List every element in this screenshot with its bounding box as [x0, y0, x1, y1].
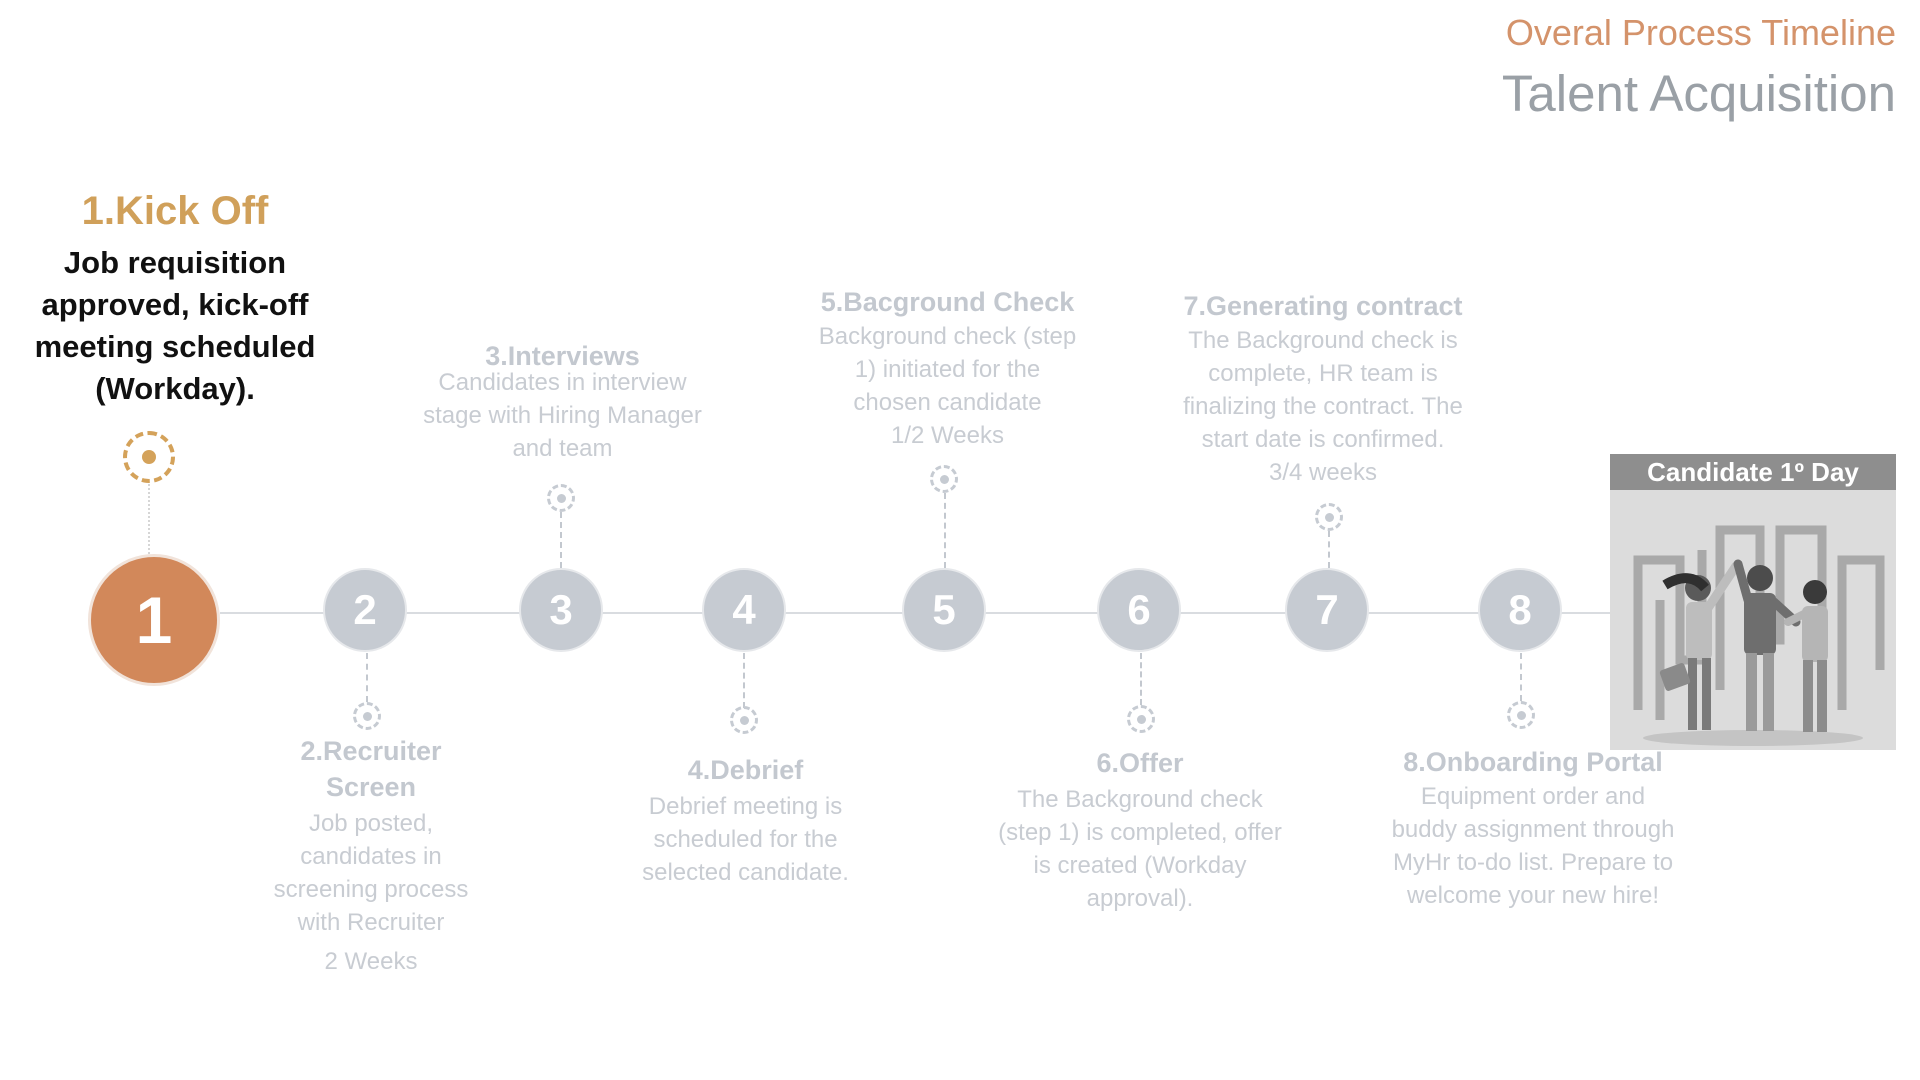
step-7-duration: 3/4 weeks — [1268, 459, 1378, 486]
step-3-connector — [560, 512, 562, 568]
step-8-description: Equipment order and buddy assignment thr… — [1391, 783, 1675, 909]
step-2-circle[interactable]: 2 — [323, 568, 407, 652]
step-4-text: 4.Debrief Debrief meeting is scheduled f… — [628, 752, 863, 889]
step-6-text: 6.Offer The Background check (step 1) is… — [990, 745, 1290, 915]
step-4-description: Debrief meeting is scheduled for the sel… — [642, 793, 849, 886]
step-5-title: 5.Bacground Check — [820, 287, 1075, 317]
step-7-marker-icon — [1315, 503, 1343, 531]
step-2-marker-icon — [353, 702, 381, 730]
step-1-marker-icon — [123, 431, 175, 483]
header-subtitle: Overal Process Timeline — [1505, 12, 1896, 53]
step-8-marker-icon — [1507, 701, 1535, 729]
step-2-connector — [366, 653, 368, 702]
step-1-text: 1.Kick Off Job requisition approved, kic… — [20, 186, 330, 410]
step-4-connector — [743, 653, 745, 708]
step-1-description: Job requisition approved, kick-off meeti… — [34, 245, 316, 406]
step-5-duration: 1/2 Weeks — [891, 422, 1004, 449]
step-6-title: 6.Offer — [1096, 748, 1184, 778]
step-5-text: 5.Bacground Check Background check (step… — [815, 284, 1080, 452]
step-1-circle[interactable]: 1 — [88, 554, 220, 686]
step-3-description: Candidates in interview stage with Hirin… — [423, 369, 702, 462]
step-8-text: 8.Onboarding Portal Equipment order and … — [1388, 744, 1678, 912]
step-5-connector — [944, 493, 946, 568]
step-7-title: 7.Generating contract — [1183, 291, 1463, 321]
step-8-connector — [1520, 653, 1522, 701]
step-6-marker-icon — [1127, 705, 1155, 733]
candidate-first-day-card: Candidate 1º Day — [1610, 454, 1896, 750]
step-3-circle[interactable]: 3 — [519, 568, 603, 652]
step-2-description: Job posted, candidates in screening proc… — [273, 810, 469, 936]
step-4-title: 4.Debrief — [687, 755, 804, 785]
step-6-connector — [1140, 653, 1142, 705]
step-6-circle[interactable]: 6 — [1097, 568, 1181, 652]
step-8-title: 8.Onboarding Portal — [1403, 747, 1663, 777]
step-2-duration: 2 Weeks — [324, 948, 418, 975]
step-7-description: The Background check is complete, HR tea… — [1183, 327, 1463, 453]
step-1-connector — [148, 484, 150, 554]
step-6-description: The Background check (step 1) is complet… — [998, 786, 1282, 912]
step-3-title: 3.Interviews — [485, 341, 640, 371]
step-3-marker-icon — [547, 484, 575, 512]
step-3-text: 3.Interviews Candidates in interview sta… — [420, 338, 705, 465]
step-4-marker-icon — [730, 706, 758, 734]
step-4-circle[interactable]: 4 — [702, 568, 786, 652]
team-celebration-illustration — [1633, 525, 1885, 746]
step-5-description: Background check (step 1) initiated for … — [818, 323, 1077, 416]
step-5-marker-icon — [930, 465, 958, 493]
step-2-title: 2.Recruiter Screen — [300, 736, 442, 802]
step-7-connector — [1328, 531, 1330, 568]
step-7-text: 7.Generating contract The Background che… — [1172, 288, 1474, 489]
header-title: Talent Acquisition — [1501, 65, 1896, 122]
step-1-title: 1.Kick Off — [81, 189, 269, 233]
step-7-circle[interactable]: 7 — [1285, 568, 1369, 652]
step-5-circle[interactable]: 5 — [902, 568, 986, 652]
candidate-first-day-label: Candidate 1º Day — [1610, 454, 1896, 490]
step-2-text: 2.Recruiter Screen Job posted, candidate… — [260, 733, 482, 978]
step-8-circle[interactable]: 8 — [1478, 568, 1562, 652]
